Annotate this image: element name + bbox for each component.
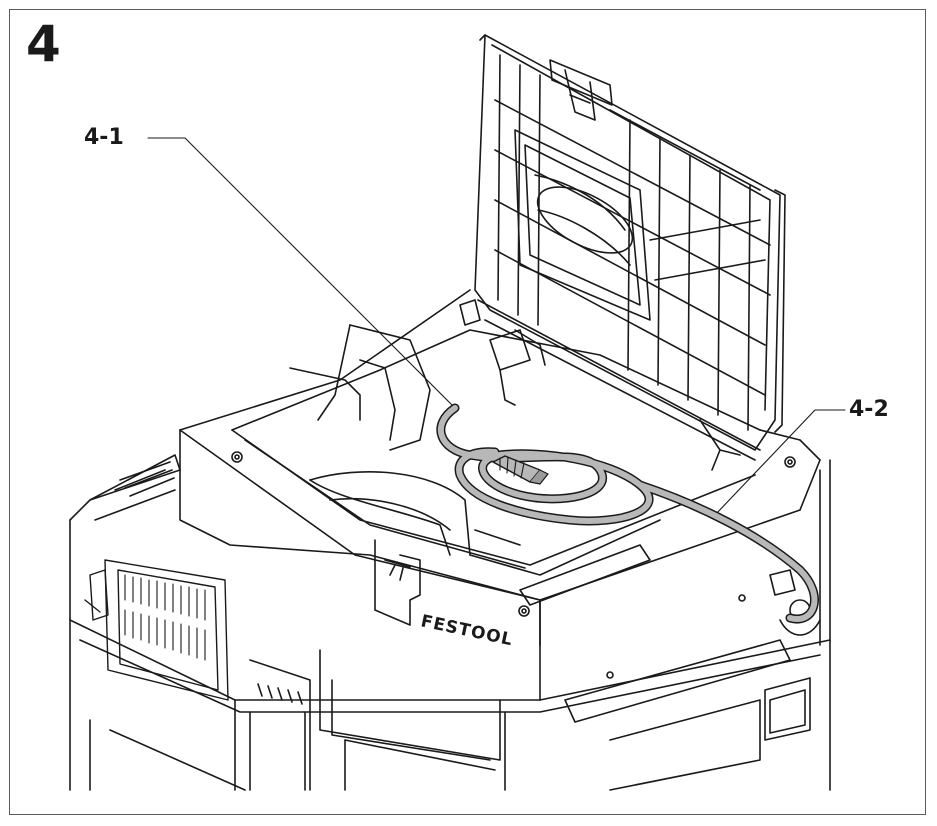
brand-logo: FESTOOL — [419, 611, 515, 650]
callout-label-4-2: 4-2 — [849, 397, 889, 422]
top-deck — [89, 289, 821, 705]
open-lid — [474, 34, 786, 471]
cable-plug — [492, 455, 549, 485]
leader-lines — [147, 137, 846, 516]
leader-line-4-2 — [714, 409, 846, 516]
side-vent-grille — [84, 559, 229, 701]
power-cable — [436, 403, 819, 624]
figure-frame — [9, 9, 926, 815]
figure-number: 4 — [26, 15, 61, 73]
leader-line-4-1 — [147, 137, 456, 409]
callout-label-4-1: 4-1 — [84, 125, 124, 150]
unit-body — [69, 459, 831, 791]
